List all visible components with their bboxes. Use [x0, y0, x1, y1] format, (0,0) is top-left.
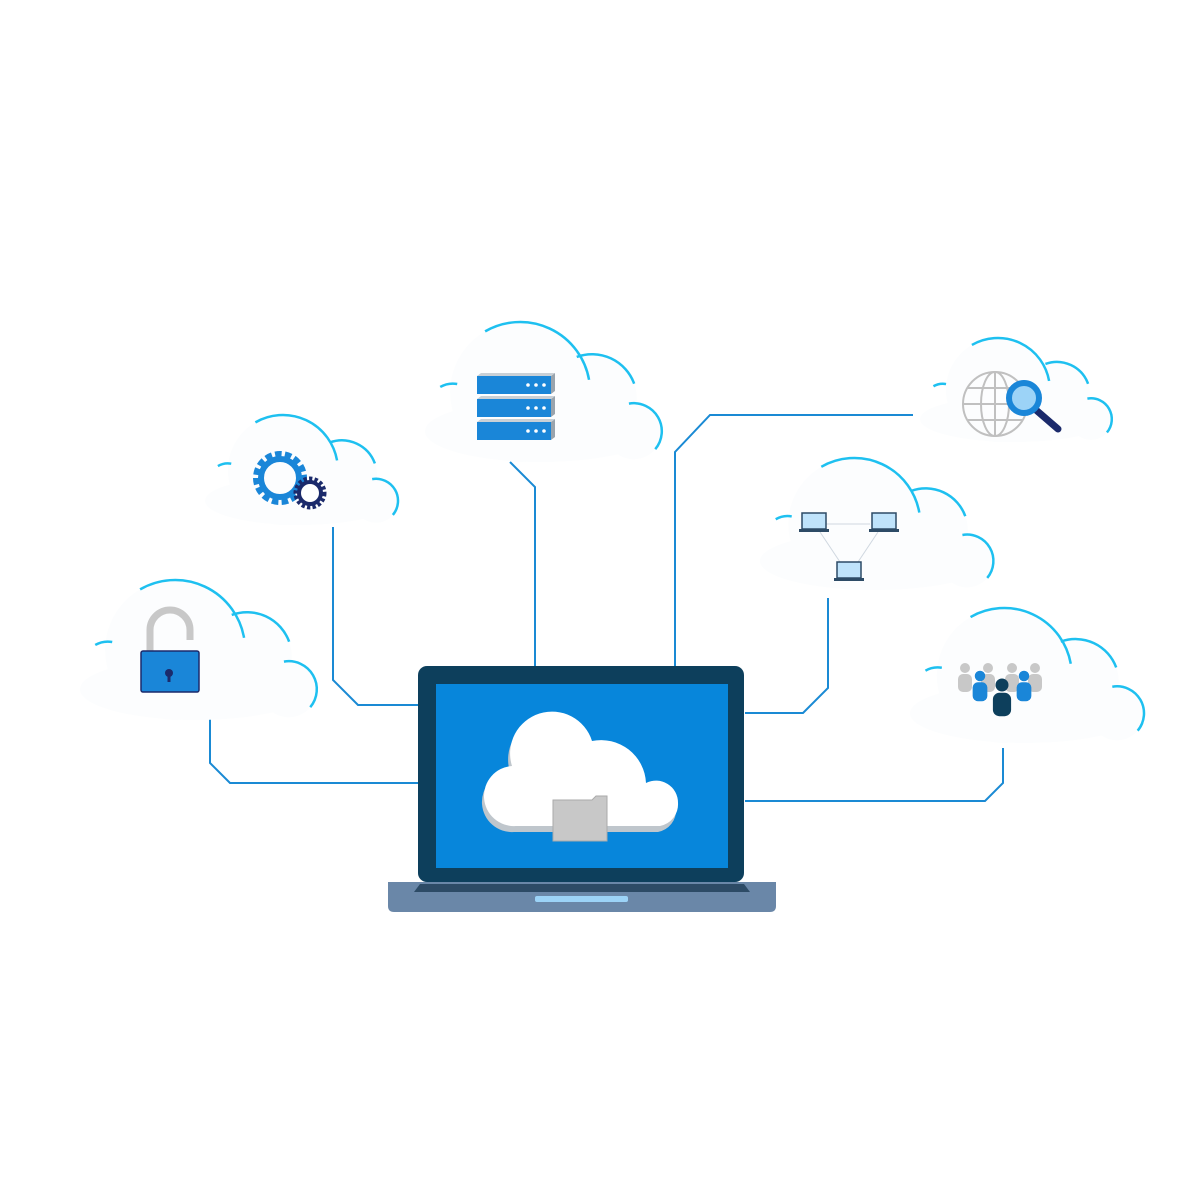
cloud-outline: [1112, 685, 1146, 732]
cloud-outline: [217, 462, 232, 468]
globe-search-icon: [962, 371, 1062, 437]
trackpad: [535, 896, 628, 902]
connector-gears: [332, 527, 418, 706]
cloud-outline: [932, 382, 947, 388]
connector-network: [745, 598, 829, 714]
cloud-outline: [969, 606, 1073, 664]
laptop: [388, 666, 776, 912]
connector-people: [745, 748, 1004, 802]
cloud-outline: [628, 401, 663, 451]
server-stack-icon: [477, 373, 555, 440]
cloud-outline: [94, 640, 113, 647]
cloud-outline: [439, 382, 458, 389]
unlocked-padlock-icon: [140, 606, 200, 693]
cloud-folder-icon: [481, 711, 679, 842]
cloud-outline: [371, 477, 400, 516]
cloud-outline: [283, 659, 318, 709]
cloud-outline: [971, 336, 1051, 382]
gears-icon: [253, 451, 327, 510]
people-group-icon: [958, 663, 1042, 717]
cloud-outline: [820, 456, 921, 513]
connector-lines: [209, 414, 1004, 802]
cloud-outline: [924, 666, 943, 672]
cloud-outline: [910, 487, 967, 517]
cloud-outline: [329, 439, 377, 464]
cloud-outline: [1087, 397, 1114, 434]
connector-server: [509, 461, 536, 667]
connector-globe: [674, 414, 913, 667]
cloud-outline: [484, 320, 591, 381]
connector-lock: [209, 718, 418, 784]
cloud-outline: [139, 578, 246, 639]
network-computers-icon: [799, 512, 899, 581]
cloud-outline: [254, 413, 339, 461]
cloud-people-group: [910, 606, 1146, 743]
cloud-unlocked-padlock: [80, 578, 318, 720]
cloud-outline: [576, 352, 636, 385]
cloud-outline: [1044, 360, 1090, 385]
cloud-outline: [962, 533, 995, 579]
cloud-outline: [775, 514, 792, 521]
cloud-outline: [231, 610, 291, 643]
cloud-outline: [1060, 637, 1118, 668]
